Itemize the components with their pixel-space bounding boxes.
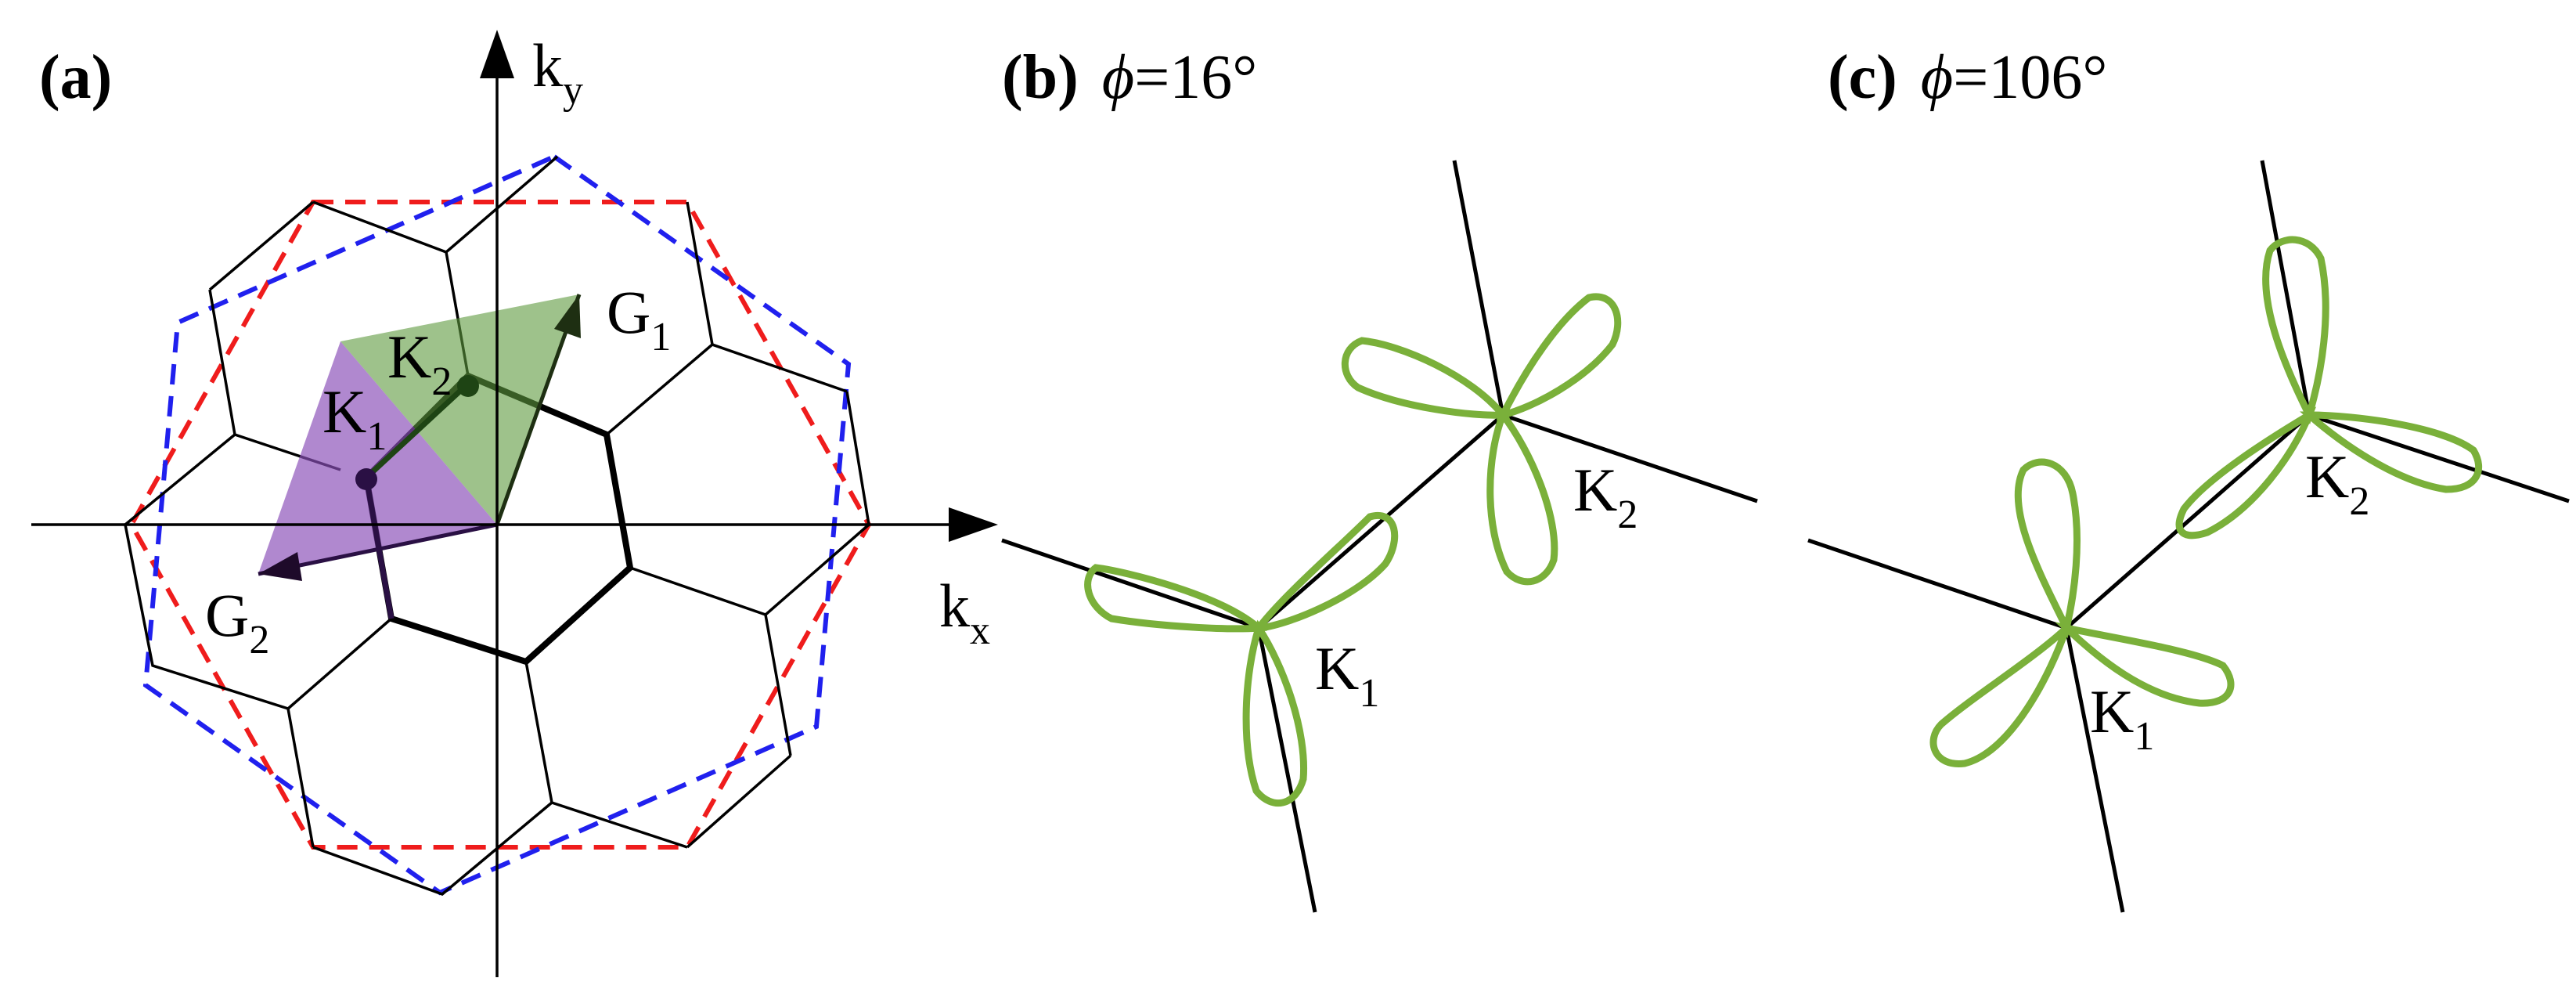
k1-label-a: K1	[322, 377, 387, 459]
triangle-green	[340, 294, 579, 525]
triangle-purple	[258, 341, 497, 574]
k2-label-a: K2	[387, 323, 452, 404]
k1-label-b: K1	[1315, 634, 1379, 716]
k1-lobe-b-3	[1242, 619, 1308, 807]
honeycomb-lattice	[124, 155, 870, 896]
k1-lobe-c-3	[2055, 622, 2235, 707]
k1-lobe-c-1	[2014, 458, 2081, 639]
k2-lobes-c	[2175, 236, 2483, 540]
panel-c-lobes: (c)ϕ=106° K1 K2	[1807, 43, 2570, 913]
g2-label: G2	[205, 581, 269, 662]
k2-lobe-c-2	[2175, 406, 2317, 540]
k1-label-c: K1	[2090, 677, 2154, 759]
k1-point	[355, 468, 377, 490]
k1-lobes-b	[1084, 511, 1399, 807]
panel-a-reciprocal-lattice: (a)	[31, 30, 998, 977]
panel-b-lobes: (b)ϕ=16° K1 K2	[1001, 43, 1758, 913]
kx-arrowhead	[949, 507, 998, 542]
k2-label-b: K2	[1573, 456, 1637, 537]
panel-b-title: (b)ϕ=16°	[1002, 43, 1257, 112]
panel-c-title: (c)ϕ=106°	[1828, 43, 2107, 112]
k2-point	[457, 375, 479, 397]
panel-b-lines	[1001, 160, 1758, 913]
g2-arrowhead	[258, 552, 302, 581]
k2-lobes-b	[1341, 293, 1622, 586]
k2-lobe-b-1	[1341, 337, 1511, 419]
g1-arrowhead	[554, 294, 581, 338]
k1-lobe-b-2	[1251, 511, 1399, 633]
k1-lobe-c-2	[1929, 625, 2070, 767]
k2-label-c: K2	[2305, 442, 2369, 524]
k2-lobe-c-3	[2300, 411, 2483, 493]
panel-a-label: (a)	[39, 43, 112, 112]
k1-k2-segment	[364, 381, 470, 480]
k1-lobes-c	[1929, 458, 2235, 767]
k2-lobe-b-3	[1486, 408, 1558, 586]
kx-label: kx	[939, 572, 990, 653]
k2-lobe-b-2	[1496, 293, 1622, 420]
ky-label: ky	[532, 31, 583, 113]
k1-lobe-b-1	[1084, 564, 1268, 633]
g1-label: G1	[607, 278, 671, 359]
k2-lobe-c-1	[2262, 236, 2329, 425]
ky-arrowhead	[480, 30, 514, 78]
panel-c-lines	[1807, 160, 2570, 913]
